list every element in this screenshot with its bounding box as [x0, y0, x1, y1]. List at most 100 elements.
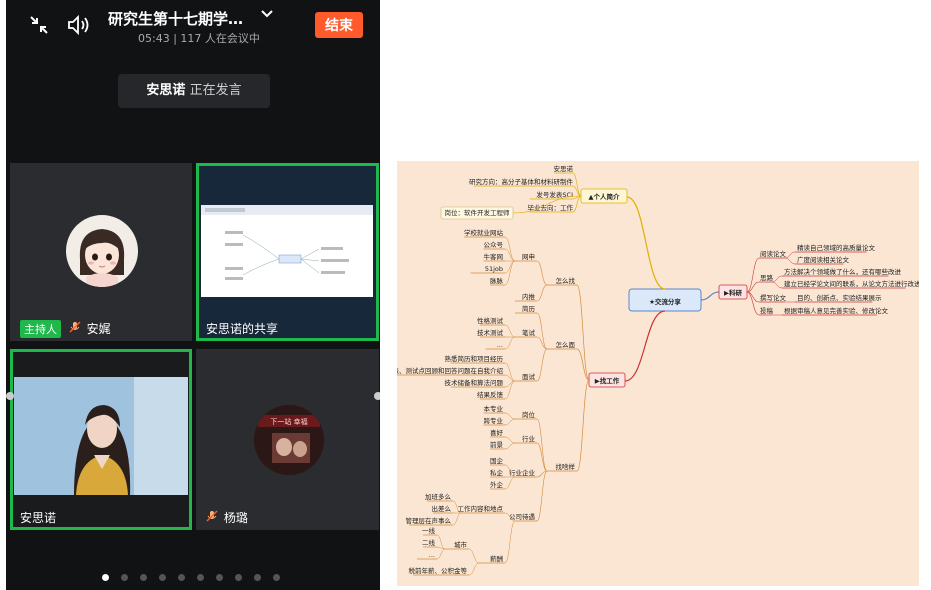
mindmap-node-label: 内推: [522, 292, 536, 301]
mindmap-connector: [700, 291, 720, 301]
mindmap-connector: [512, 195, 582, 214]
mindmap-connector: [746, 291, 760, 316]
mindmap-connector: [452, 512, 462, 526]
right-scroll-handle[interactable]: [374, 392, 380, 400]
participant-count: 117 人在会议中: [180, 32, 260, 45]
participant-tile-camera[interactable]: 安思诺: [10, 349, 192, 530]
collapse-arrows-icon[interactable]: [28, 14, 50, 39]
mindmap-node-label: 投稿: [760, 306, 774, 315]
mindmap-connector: [572, 195, 582, 213]
meeting-duration: 05:43: [138, 32, 170, 45]
participant-tile-guest[interactable]: 下一站 幸福 杨璐: [196, 349, 379, 530]
page-dot[interactable]: [197, 574, 204, 581]
mindmap-node-label: 国企: [490, 456, 504, 465]
mindmap-node-label: 建立已经学论文间的联系，从论文方法进行改进: [784, 279, 919, 288]
mindmap-connector: [504, 476, 516, 490]
page-dot[interactable]: [235, 574, 242, 581]
page-dot[interactable]: [159, 574, 166, 581]
speaking-indicator: 安思诺 正在发言: [118, 74, 270, 108]
mindmap-node-label: 岗位：软件开发工程师: [445, 208, 511, 217]
mindmap-node-label: 怎么面: [556, 340, 576, 349]
mindmap-node-label: 出差么: [432, 504, 452, 513]
mindmap-branch-label: ▶科研: [724, 288, 742, 297]
page-dot[interactable]: [102, 574, 109, 581]
left-scroll-handle[interactable]: [6, 392, 14, 400]
mindmap-connector: [536, 348, 548, 382]
mindmap-node-label: 熟悉简历和项目经历: [445, 354, 504, 363]
mindmap-canvas: ★交流分享▲个人简介安思诺研究方向：高分子基体和材料研制件发号发表SCI毕业去向…: [397, 164, 919, 576]
speaker-name: 安思诺: [146, 83, 186, 98]
mic-muted-icon: [65, 321, 85, 336]
mindmap-node-label: 学校就业网站: [464, 228, 504, 237]
mindmap-connector: [746, 281, 760, 293]
mindmap-connector: [504, 324, 516, 338]
mindmap-connector: [536, 260, 548, 286]
page-dot[interactable]: [216, 574, 223, 581]
mindmap-connector: [536, 418, 548, 472]
page-indicator[interactable]: [102, 566, 292, 581]
avatar: 下一站 幸福: [254, 405, 324, 475]
mindmap-branch-label: ▲个人简介: [589, 192, 620, 201]
mindmap-node-label: 喜好: [490, 428, 504, 437]
page-dot[interactable]: [140, 574, 147, 581]
mindmap-connector: [771, 281, 783, 289]
screen-share-thumbnail: [201, 205, 373, 297]
mindmap-node-label: 研究方向：高分子基体和材料研制件: [469, 177, 574, 186]
mindmap-connector: [536, 470, 548, 478]
mindmap-connector: [504, 336, 516, 350]
page-dot[interactable]: [121, 574, 128, 581]
mindmap-connector: [504, 248, 516, 262]
mindmap-connector: [468, 562, 480, 576]
mindmap-connector: [576, 284, 590, 381]
mindmap-connector: [771, 275, 783, 283]
mindmap-connector: [436, 546, 446, 550]
mindmap-node-label: 简历: [522, 304, 536, 313]
mindmap-connector: [536, 284, 548, 302]
mindmap-node-label: 公司待遇: [509, 512, 536, 521]
mindmap-connector: [626, 196, 666, 290]
mindmap-connector: [784, 257, 796, 265]
meeting-window: 研究生第十七期学… 05:43 | 117 人在会议中 结束 安思诺 正在发言 …: [6, 0, 380, 590]
mindmap-connector: [504, 418, 516, 426]
participant-tile-screen-share[interactable]: 安思诺的共享: [196, 163, 379, 341]
chevron-down-icon[interactable]: [260, 6, 274, 25]
mindmap-node-label: 怎么找: [556, 276, 576, 285]
mindmap-node-label: 面试: [522, 372, 536, 381]
mindmap-node-label: 税前年薪、公积金等: [409, 566, 468, 575]
mindmap-node-label: 阅读论文: [760, 249, 787, 258]
participant-tile-host[interactable]: 主持人 安娓: [10, 163, 192, 341]
mindmap-node-label: 技术储备和算法问题: [445, 378, 504, 387]
mindmap-connector: [436, 548, 446, 560]
page-dot[interactable]: [178, 574, 185, 581]
mindmap-connector: [572, 172, 582, 197]
mindmap-node-label: 行业: [522, 434, 536, 443]
mindmap-node-label: 行业企业: [509, 468, 536, 477]
mindmap-node-label: 思路: [760, 273, 774, 282]
speaker-icon[interactable]: [66, 14, 94, 39]
mindmap-node-label: 外企: [490, 480, 504, 489]
meeting-title[interactable]: 研究生第十七期学…: [108, 10, 244, 28]
mindmap-node-label: 笔试: [522, 328, 536, 337]
page-dot[interactable]: [273, 574, 280, 581]
participant-name-label: 主持人 安娓: [20, 320, 111, 338]
mindmap-connector: [504, 380, 516, 400]
mindmap-connector: [746, 291, 760, 303]
mindmap-node-label: 安思诺: [554, 164, 574, 173]
mindmap-node-label: 精读自己领域的高质量论文: [797, 243, 876, 252]
mindmap-node-label: 岗位: [522, 410, 536, 419]
mindmap-node-label: 本专业: [484, 404, 504, 413]
page-dot[interactable]: [254, 574, 261, 581]
mindmap-connector: [504, 260, 516, 274]
participant-name-label: 杨璐: [206, 509, 248, 526]
mindmap-node-label: 方法解决个领域做了什么，还有哪些改进: [784, 267, 902, 276]
mindmap-connector: [576, 348, 590, 381]
mindmap-connector: [504, 520, 516, 564]
mindmap-branch-label: ▶找工作: [595, 376, 620, 385]
mindmap-connector: [504, 260, 516, 286]
mindmap-node-label: 根据审稿人意见完善实验、修改论文: [784, 306, 889, 315]
end-meeting-button[interactable]: 结束: [315, 12, 363, 38]
host-badge: 主持人: [20, 320, 61, 338]
mindmap-connector: [746, 257, 760, 293]
mindmap-connector: [436, 534, 446, 550]
